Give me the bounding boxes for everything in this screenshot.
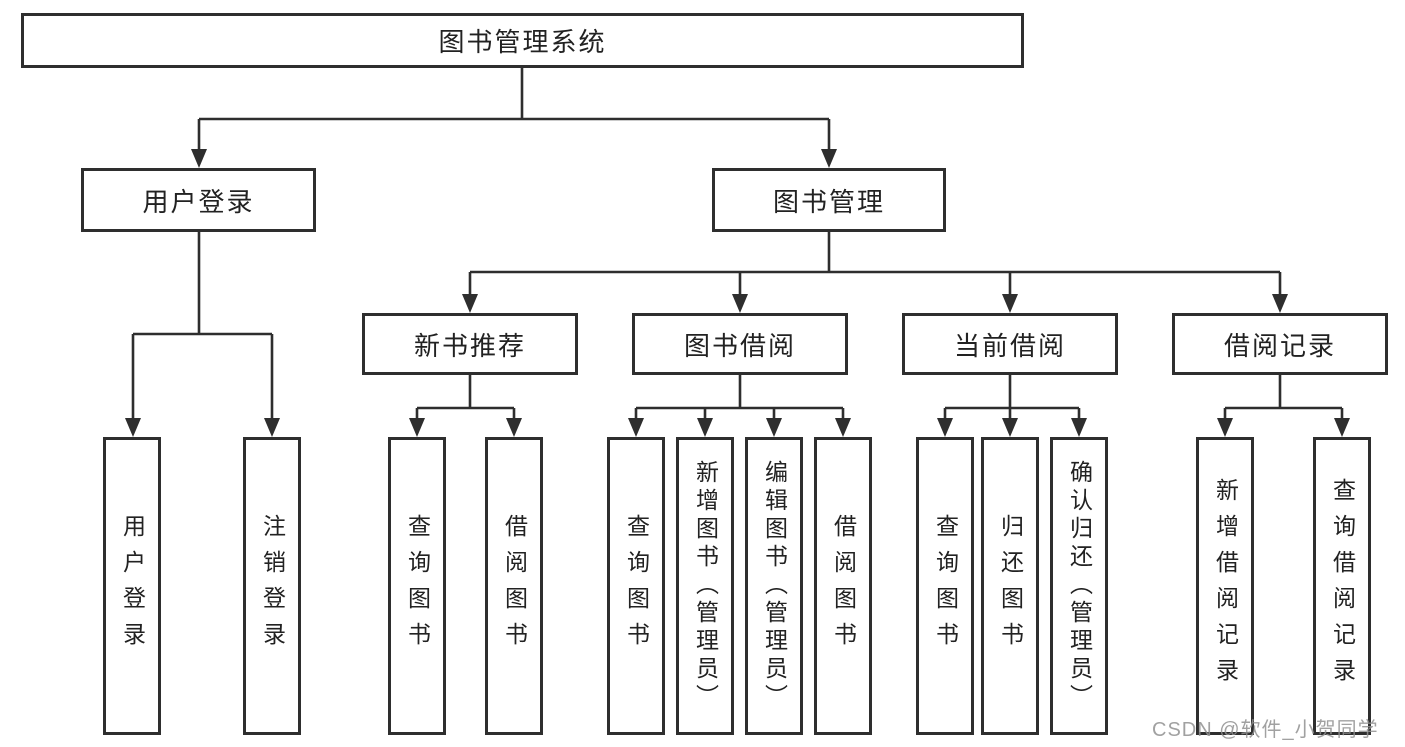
node-leaf-user-login-label: 用户登录: [119, 514, 146, 658]
node-book-management-label: 图书管理: [772, 186, 885, 217]
arrow-down-icon: [125, 418, 141, 437]
node-leaf-add-borrow-record: 新增借阅记录: [1196, 437, 1254, 735]
node-root: 图书管理系统: [21, 13, 1024, 68]
connector-borrow-records-to-leaves: [1217, 375, 1350, 437]
arrow-down-icon: [732, 294, 748, 313]
node-user-login-label: 用户登录: [142, 186, 255, 217]
arrow-down-icon: [1334, 418, 1350, 437]
arrow-down-icon: [462, 294, 478, 313]
connector-new-book-to-leaves: [409, 375, 522, 437]
arrow-down-icon: [506, 418, 522, 437]
node-new-book-recommend: 新书推荐: [362, 313, 578, 375]
node-leaf-borrow-books-1: 借阅图书: [485, 437, 543, 735]
node-current-borrowing-label: 当前借阅: [953, 330, 1066, 361]
node-current-borrowing: 当前借阅: [902, 313, 1118, 375]
connector-book-mgmt-to-level3: [462, 232, 1288, 313]
arrow-down-icon: [1217, 418, 1233, 437]
node-leaf-borrow-books-1-label: 借阅图书: [501, 514, 528, 658]
arrow-down-icon: [264, 418, 280, 437]
node-leaf-query-borrow-record: 查询借阅记录: [1313, 437, 1371, 735]
node-leaf-query-books-3: 查询图书: [916, 437, 974, 735]
node-leaf-query-books-2-label: 查询图书: [623, 514, 650, 658]
node-leaf-return-books-label: 归还图书: [997, 514, 1024, 658]
node-leaf-confirm-return-admin: 确认归还（管理员）: [1050, 437, 1108, 735]
node-book-borrowing: 图书借阅: [632, 313, 848, 375]
node-new-book-recommend-label: 新书推荐: [413, 330, 526, 361]
node-leaf-logout: 注销登录: [243, 437, 301, 735]
arrow-down-icon: [766, 418, 782, 437]
connector-current-borrow-to-leaves: [937, 375, 1087, 437]
node-root-label: 图书管理系统: [438, 27, 607, 57]
arrow-down-icon: [697, 418, 713, 437]
node-leaf-query-borrow-record-label: 查询借阅记录: [1329, 478, 1356, 694]
node-borrowing-records: 借阅记录: [1172, 313, 1388, 375]
node-borrowing-records-label: 借阅记录: [1223, 330, 1336, 361]
connector-user-login-to-leaves: [125, 232, 280, 437]
node-leaf-query-books-1-label: 查询图书: [404, 514, 431, 658]
arrow-down-icon: [628, 418, 644, 437]
node-book-management: 图书管理: [712, 168, 946, 232]
arrow-down-icon: [1002, 418, 1018, 437]
node-user-login: 用户登录: [81, 168, 316, 232]
watermark: CSDN @软件_小贺同学: [1152, 719, 1379, 741]
arrow-down-icon: [191, 149, 207, 168]
arrow-down-icon: [835, 418, 851, 437]
node-leaf-logout-label: 注销登录: [259, 514, 286, 658]
node-leaf-edit-books-admin: 编辑图书（管理员）: [745, 437, 803, 735]
node-leaf-add-books-admin-label: 新增图书（管理员）: [692, 460, 719, 712]
arrow-down-icon: [1002, 294, 1018, 313]
arrow-down-icon: [1071, 418, 1087, 437]
node-leaf-return-books: 归还图书: [981, 437, 1039, 735]
arrow-down-icon: [937, 418, 953, 437]
connector-root-to-level2: [191, 68, 837, 168]
arrow-down-icon: [821, 149, 837, 168]
connector-book-borrow-to-leaves: [628, 375, 851, 437]
node-book-borrowing-label: 图书借阅: [683, 330, 796, 361]
node-leaf-confirm-return-admin-label: 确认归还（管理员）: [1066, 460, 1093, 712]
node-leaf-query-books-1: 查询图书: [388, 437, 446, 735]
node-leaf-edit-books-admin-label: 编辑图书（管理员）: [761, 460, 788, 712]
node-leaf-query-books-3-label: 查询图书: [932, 514, 959, 658]
node-leaf-add-books-admin: 新增图书（管理员）: [676, 437, 734, 735]
node-leaf-add-borrow-record-label: 新增借阅记录: [1212, 478, 1239, 694]
arrow-down-icon: [409, 418, 425, 437]
node-leaf-query-books-2: 查询图书: [607, 437, 665, 735]
node-leaf-user-login: 用户登录: [103, 437, 161, 735]
node-leaf-borrow-books-2: 借阅图书: [814, 437, 872, 735]
arrow-down-icon: [1272, 294, 1288, 313]
node-leaf-borrow-books-2-label: 借阅图书: [830, 514, 857, 658]
